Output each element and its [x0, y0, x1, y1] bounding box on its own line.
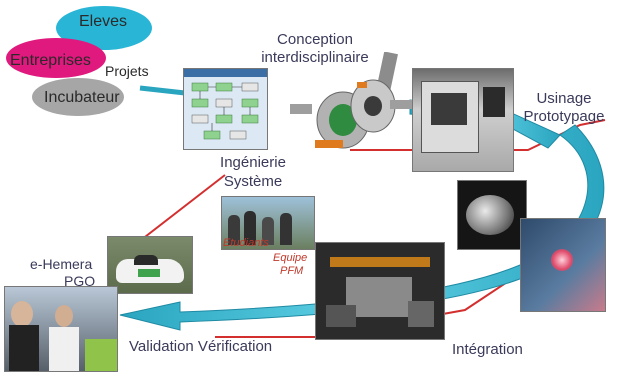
circuit-board-photo [520, 218, 606, 312]
motor-part-photo [457, 180, 527, 250]
crowd-photo [4, 286, 118, 372]
conception-label-line1: Conception [277, 31, 353, 48]
team-photo [221, 196, 315, 250]
vehicle-label-line2: PGO [64, 273, 96, 289]
bubble-entreprises [6, 38, 106, 78]
bubble-entreprises-label: Entreprises [10, 52, 91, 69]
usinage-label-line2: Prototypage [523, 108, 605, 125]
conception-label-line2: interdisciplinaire [261, 49, 369, 66]
bubble-incubateur [32, 78, 124, 116]
cad-motor-render [290, 52, 420, 149]
ingenierie-label-line2: Système [223, 173, 283, 190]
bubble-group [6, 6, 152, 116]
integration-engine-photo [315, 242, 445, 340]
equipe-caption-line1: Equipe [273, 252, 308, 264]
validation-label: Validation Vérification [129, 338, 273, 355]
system-diagram-image [183, 68, 268, 150]
ingenierie-label-line1: Ingénierie [220, 154, 286, 171]
cnc-machine-photo [412, 68, 514, 172]
vehicle-label-line1: e-Hemera [30, 256, 93, 272]
equipe-caption-line2: PFM [280, 265, 304, 277]
etudiants-caption: Etudiants [223, 237, 269, 249]
integration-label: Intégration [452, 341, 523, 358]
bubble-eleves [56, 6, 152, 50]
usinage-label-line1: Usinage [536, 90, 592, 107]
race-car-photo [107, 236, 193, 294]
bubble-eleves-label: Eleves [79, 13, 128, 30]
projets-label: Projets [105, 63, 149, 79]
bubble-incubateur-label: Incubateur [44, 89, 120, 106]
